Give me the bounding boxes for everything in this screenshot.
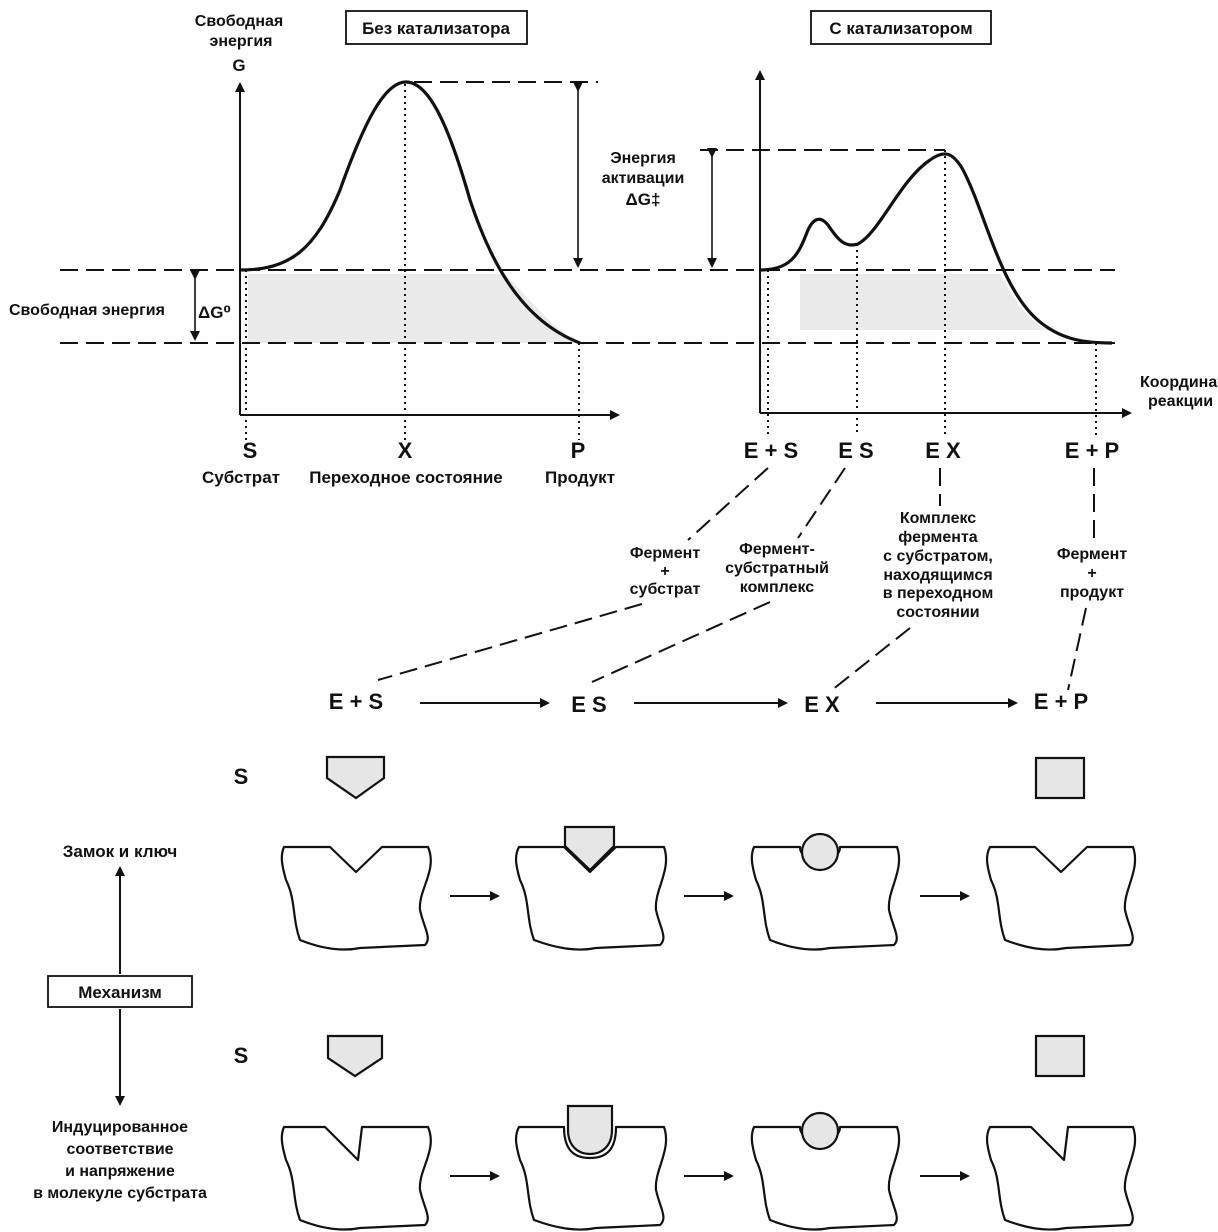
desc-es-free-3: субстрат — [630, 581, 701, 598]
lock-key-product — [1034, 756, 1086, 800]
reaction-scheme: E + S E S E X E + P — [329, 689, 1088, 717]
desc-es-free-1: Фермент — [630, 545, 701, 562]
activation-symbol: ΔG‡ — [626, 190, 661, 209]
desc-ep-2: + — [1087, 565, 1096, 582]
induced-fit-enzyme-es — [514, 1125, 668, 1231]
induced-fit-row: S — [234, 1034, 1137, 1231]
caption-product: Продукт — [545, 468, 615, 487]
scheme-e-plus-p: E + P — [1034, 689, 1088, 714]
lock-and-key-row: S — [234, 755, 1137, 951]
scheme-es: E S — [571, 692, 606, 717]
induced-fit-line1: Индуцированное — [52, 1119, 188, 1136]
scheme-e-plus-s: E + S — [329, 689, 383, 714]
left-energy-chart: Без катализатора Свободная энергия G Сво… — [9, 10, 620, 487]
left-point-x: X — [398, 438, 413, 463]
lock-key-label: Замок и ключ — [63, 842, 178, 861]
state-descriptions: Фермент + субстрат Фермент- субстратный … — [377, 467, 1128, 691]
delta-g0-label: ΔG⁰ — [198, 303, 231, 322]
desc-ex-2: фермента — [898, 529, 977, 546]
right-point-e-plus-s: E + S — [744, 438, 798, 463]
y-axis-label-line2: энергия — [209, 33, 272, 50]
y-axis-symbol: G — [232, 56, 245, 75]
desc-es-free-2: + — [660, 563, 669, 580]
desc-ex-3: с субстратом, — [883, 548, 993, 565]
desc-es-complex-1: Фермент- — [739, 541, 815, 558]
mechanism-labels: Замок и ключ Механизм Индуцированное соо… — [33, 842, 207, 1202]
desc-es-complex-2: субстратный — [725, 560, 829, 577]
lock-key-enzyme-free — [280, 845, 432, 951]
induced-fit-product — [1034, 1034, 1086, 1078]
right-point-ex: E X — [925, 438, 961, 463]
induced-fit-enzyme-released — [985, 1125, 1137, 1231]
desc-ep-3: продукт — [1060, 584, 1124, 601]
desc-ex-5: в переходном — [883, 585, 994, 602]
connector-ex-bottom — [831, 627, 911, 691]
right-shaded-area — [800, 274, 1050, 330]
desc-ex-4: находящимся — [883, 567, 992, 584]
left-title-box — [345, 10, 528, 45]
left-point-p: P — [571, 438, 586, 463]
right-point-e-plus-p: E + P — [1065, 438, 1119, 463]
right-chart-title: С катализатором — [829, 19, 972, 38]
free-energy-label: Свободная энергия — [9, 302, 165, 319]
lock-key-substrate-symbol: S — [234, 764, 249, 789]
desc-es-complex-3: комплекс — [740, 579, 815, 596]
right-energy-chart: С катализатором Энергия активации ΔG‡ Ко… — [602, 10, 1218, 463]
lock-key-bound-substrate — [563, 825, 616, 872]
induced-fit-enzyme-free — [280, 1125, 432, 1231]
lock-key-substrate — [325, 755, 386, 800]
desc-ep-1: Фермент — [1057, 546, 1128, 563]
induced-fit-substrate-symbol: S — [234, 1043, 249, 1068]
connector-es-free-top — [687, 467, 769, 541]
desc-ex-1: Комплекс — [900, 510, 976, 527]
left-shaded-area — [248, 274, 578, 343]
induced-fit-transition-substrate — [800, 1111, 840, 1151]
desc-ex-6: состоянии — [896, 604, 979, 621]
left-energy-curve — [239, 80, 581, 345]
induced-fit-line4: в молекуле субстрата — [33, 1185, 207, 1202]
left-point-s: S — [243, 438, 258, 463]
lock-key-enzyme-es — [514, 845, 668, 951]
induced-fit-line2: соответствие — [66, 1141, 173, 1158]
x-axis-label-line1: Координата — [1140, 374, 1218, 391]
activation-line2: активации — [602, 170, 685, 187]
connector-es-free-bottom — [377, 603, 643, 681]
caption-substrate: Субстрат — [202, 468, 280, 487]
induced-fit-enzyme-ex — [750, 1125, 901, 1231]
activation-line1: Энергия — [610, 150, 676, 167]
right-energy-curve — [759, 152, 1113, 345]
induced-fit-bound-substrate — [566, 1104, 614, 1156]
x-axis-label-line2: реакции — [1148, 393, 1213, 410]
lock-key-transition-substrate — [800, 832, 840, 872]
lock-key-enzyme-released — [985, 845, 1137, 951]
connector-es-top — [797, 467, 846, 539]
left-chart-title: Без катализатора — [362, 19, 510, 38]
mechanism-box-label: Механизм — [78, 983, 162, 1002]
lock-key-enzyme-ex — [750, 845, 901, 951]
right-point-es: E S — [838, 438, 873, 463]
connector-es-bottom — [591, 601, 771, 683]
induced-fit-substrate — [326, 1034, 384, 1078]
right-title-box — [810, 10, 992, 45]
scheme-ex: E X — [804, 692, 840, 717]
caption-transition-state: Переходное состояние — [309, 468, 503, 487]
induced-fit-line3: и напряжение — [65, 1163, 175, 1180]
connector-ep-bottom — [1067, 607, 1087, 691]
mechanism-box — [47, 975, 193, 1008]
y-axis-label-line1: Свободная — [195, 13, 283, 30]
